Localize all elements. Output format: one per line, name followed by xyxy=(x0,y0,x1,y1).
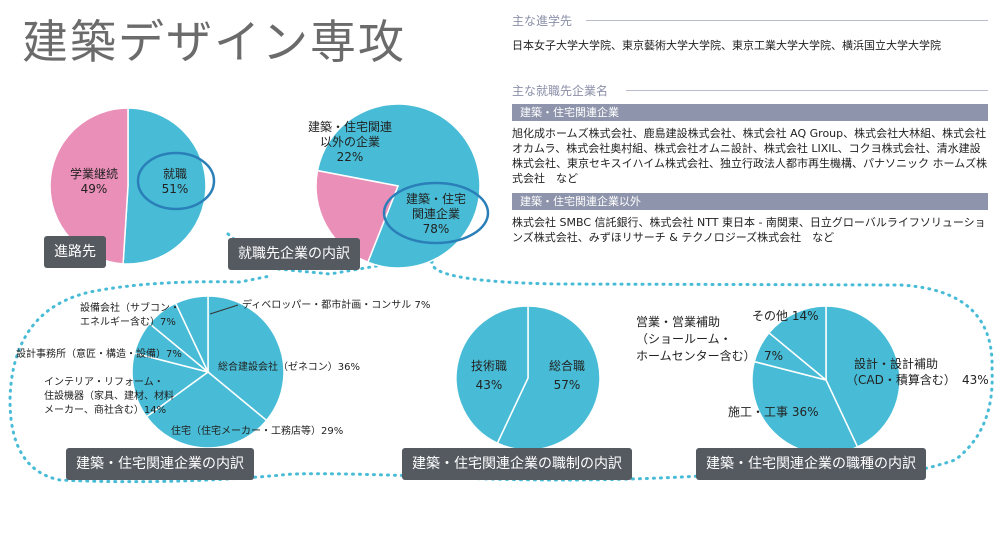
highlight-ring-shushoku xyxy=(136,151,216,211)
pie3-slice-2 xyxy=(131,352,210,418)
pie4-value-gijutsu: 43% xyxy=(476,378,503,392)
pie4-label-sogo: 総合職 xyxy=(549,358,585,373)
shushoku-heading: 主な就職先企業名 xyxy=(512,84,609,98)
kanren-companies-text: 旭化成ホームズ株式会社、鹿島建設株式会社、株式会社 AQ Group、株式会社大… xyxy=(512,127,988,185)
pie-shokusei xyxy=(455,305,601,451)
pie2-label-kanren-1: 建築・住宅 xyxy=(406,191,466,206)
bar-kanren: 建築・住宅関連企業 xyxy=(512,104,988,121)
pie3-label-zenekon: 総合建設会社（ゼネコン）36% xyxy=(218,360,360,373)
shingaku-divider xyxy=(586,20,988,21)
shingaku-text: 日本女子大学大学院、東京藝術大学大学院、東京工業大学大学院、横浜国立大学大学院 xyxy=(512,39,941,52)
pie5-label-sekkei-2: （CAD・積算含む） xyxy=(846,372,956,387)
tag-kanren-uchiwake: 建築・住宅関連企業の内訳 xyxy=(66,448,254,480)
pie-shinro xyxy=(49,107,207,265)
tag-shokusei: 建築・住宅関連企業の職制の内訳 xyxy=(402,448,632,480)
pie2-label-igai-1: 建築・住宅関連 xyxy=(308,119,392,134)
pie3-label-interior-2: 住設機器（家具、建材、材料 xyxy=(44,389,174,402)
pie5-value-eigyo: 7% xyxy=(764,349,783,363)
pie4-label-gijutsu: 技術職 xyxy=(471,359,507,373)
pie2-value-igai: 22% xyxy=(337,150,364,164)
pie1-value-gakugyo: 49% xyxy=(81,182,108,196)
pie5-label-sekkei-1: 設計・設計補助 xyxy=(854,356,938,371)
pie4-value-sogo: 57% xyxy=(554,378,581,392)
pie5-value-sekkei: 43% xyxy=(962,373,989,387)
page-title: 建築デザイン専攻 xyxy=(22,15,406,69)
highlight-ring-kanren xyxy=(382,181,490,245)
igai-companies-text: 株式会社 SMBC 信託銀行、株式会社 NTT 東日本 - 南関東、日立グローバ… xyxy=(512,216,986,244)
pie-kanren-uchiwake xyxy=(131,295,285,449)
pie3-label-interior-1: インテリア・リフォーム・ xyxy=(44,376,164,388)
pie2-value-kanren: 78% xyxy=(423,222,450,236)
pie5-slice-0 xyxy=(825,305,901,448)
pie5-label-seko: 施工・工事 36% xyxy=(728,405,819,419)
pie4-slice-1 xyxy=(455,305,529,445)
pie3-label-interior-3: メーカー、商社含む）14% xyxy=(44,403,166,416)
pie2-label-igai-2: 以外の企業 xyxy=(320,134,380,149)
pie5-label-eigyo-1: 営業・営業補助 xyxy=(636,315,720,329)
pie-shokushu xyxy=(751,305,901,455)
shushoku-divider xyxy=(626,90,988,91)
pie1-slice-0 xyxy=(122,107,207,265)
tag-shokushu: 建築・住宅関連企業の職種の内訳 xyxy=(696,448,926,480)
pie3-label-setsubi-1: 設備会社（サブコン・ xyxy=(80,301,180,314)
pie3-label-dev: ディベロッパー・都市計画・コンサル 7% xyxy=(242,298,430,311)
bar-kanren-igai: 建築・住宅関連企業以外 xyxy=(512,193,988,210)
pie5-label-sonota: その他 14% xyxy=(752,309,819,323)
pie1-label-gakugyo: 学業継続 xyxy=(70,166,118,181)
pie3-label-jutaku: 住宅（住宅メーカー・工務店等）29% xyxy=(171,424,343,437)
pie5-label-eigyo-3: ホームセンター含む） xyxy=(636,348,756,363)
pie5-slice-3 xyxy=(767,305,827,382)
pie2-label-kanren-2: 関連企業 xyxy=(412,206,460,221)
pie1-value-shushoku: 51% xyxy=(162,182,189,196)
tag-shushokusaki: 就職先企業の内訳 xyxy=(228,238,360,270)
pie3-leader-dev xyxy=(209,304,239,315)
pie5-label-eigyo-2: （ショールーム・ xyxy=(636,332,732,346)
pie3-slice-1 xyxy=(145,371,268,449)
pie3-slice-5 xyxy=(174,295,209,373)
pie3-label-sekkei: 設計事務所（意匠・構造・設備）7% xyxy=(16,347,182,360)
tag-shinro: 進路先 xyxy=(44,236,106,268)
pie3-label-setsubi-2: エネルギー含む）7% xyxy=(80,315,176,328)
shingaku-heading: 主な進学先 xyxy=(512,14,573,28)
pie1-label-shushoku: 就職 xyxy=(163,167,187,181)
pie3-slice-0 xyxy=(207,295,285,422)
